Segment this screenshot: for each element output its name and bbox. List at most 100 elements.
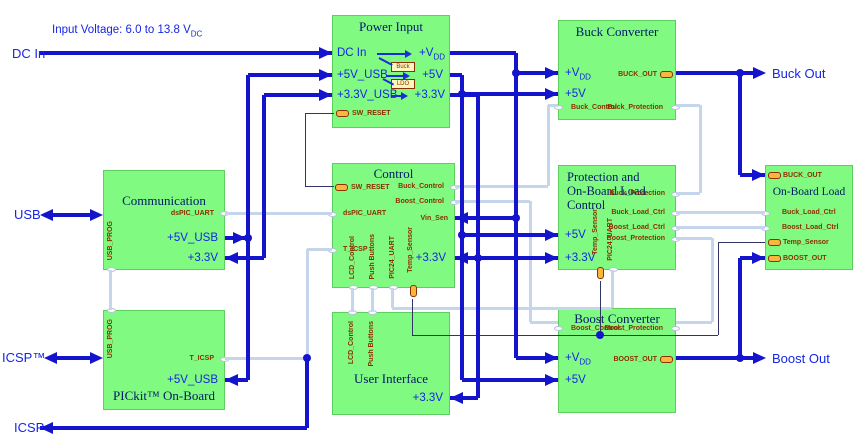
block-title: Power Input [359,19,423,34]
sense-wire [305,186,334,187]
junction-dot [512,214,520,222]
junction-dot [512,69,520,77]
power-wire [676,71,753,75]
pin-buck-out: BUCK_OUT [783,172,822,179]
sense-wire [305,113,334,114]
sense-wire [412,335,718,336]
block-communication: Communication dsPIC_UART +5V_USB +3.3V U… [103,170,229,272]
pin-boost-out: BOOST_OUT [783,255,827,262]
internal-arrowhead [401,92,408,100]
signal-wire [306,249,309,358]
power-wire [305,358,309,428]
junction-dot [736,69,744,77]
power-wire [516,71,558,75]
power-wire [40,426,307,430]
pin-boost-control: Boost_Control [571,325,620,332]
power-wire [676,356,753,360]
arrowhead-right [233,232,246,244]
power-wire [450,73,462,77]
power-wire [52,356,96,360]
sw-reset-connector-icon [335,184,348,191]
power-wire [462,92,558,96]
arrowhead-right [545,352,558,364]
power-wire [450,51,516,55]
internal-arrow [391,95,401,97]
internal-arrow [377,53,405,55]
boost-out-label: Boost Out [772,351,830,366]
pin-ellipse [671,326,680,331]
pin-buck-protection: Buck_Protection [609,190,665,197]
arrowhead-right [545,229,558,241]
arrowhead-left [455,212,468,224]
pin-sw-reset: SW_RESET [352,110,391,117]
block-title: Control [373,166,414,181]
arrowhead-left [455,252,468,264]
port-3v3-usb: +3.3V_USB [337,89,398,101]
sense-wire [718,242,765,243]
port-vdd: +VDD [419,47,445,62]
block-buck-converter: Buck Converter +VDD +5V BUCK_OUT Buck_Co… [554,20,680,120]
arrowhead-right [545,374,558,386]
arrowhead-left [40,209,53,221]
sense-wire [412,299,413,335]
junction-dot [474,254,482,262]
pin-sw-reset: SW_RESET [351,184,390,191]
power-wire [48,213,96,217]
buck-out-connector-icon [660,71,673,78]
port-5v-usb: +5V_USB [337,69,388,81]
block-pickit-onboard: USB_PROG T_ICSP +5V_USB PICkit™ On-Board [103,308,229,410]
block-control: Control SW_RESET Buck_Control Boost_Cont… [328,163,459,297]
block-title: PICkit™ On-Board [113,388,215,403]
port-5v: +5V [565,88,586,100]
signal-wire [391,288,394,308]
power-wire [248,73,332,77]
block-user-interface: LCD_Control Push Buttons User Interface … [332,310,450,415]
pin-buck-load-ctrl: Buck_Load_Ctrl [782,209,836,216]
signal-wire [676,192,700,195]
junction-dot [458,231,466,239]
power-wire [462,233,558,237]
pin-t-icsp: T_ICSP [189,355,214,362]
pin-boost-load-ctrl: Boost_Load_Ctrl [608,224,665,231]
block-boost-converter: Boost Converter Boost_Control Boost_Prot… [554,308,680,413]
block-title: Protection and On-Board Load Control [567,170,646,212]
arrowhead-left [450,392,463,404]
pin-buck-load-ctrl: Buck_Load_Ctrl [611,209,665,216]
power-wire [262,95,266,258]
icsp-tm-label: ICSP™ [2,350,46,365]
port-3v3: +3.3V [414,89,445,101]
signal-wire [548,104,558,107]
port-5v: +5V [565,229,586,241]
port-5v-usb: +5V_USB [167,374,218,386]
pin-dspic-uart: dsPIC_UART [170,210,214,217]
signal-wire [699,105,702,193]
port-3v3: +3.3V [187,252,218,264]
arrowhead-right [753,67,766,79]
pin-buck-control: Buck_Control [571,104,617,111]
power-wire [40,51,332,55]
internal-arrow [387,75,403,77]
arrowhead-right [752,252,765,264]
pin-boost-protection: Boost_Protection [606,235,665,242]
power-wire [514,53,518,358]
icsp-label: ICSP [14,420,45,435]
port-3v3: +3.3V [415,252,446,264]
pin-ellipse [554,326,563,331]
signal-wire [109,270,112,310]
power-wire [460,75,464,380]
block-protection-load-control: Protection and On-Board Load Control Buc… [558,165,680,279]
sense-wire [600,281,601,335]
block-title: User Interface [354,371,428,386]
sw-reset-connector-icon [336,110,349,117]
boost-out-connector-icon [660,356,673,363]
pin-boost-load-ctrl: Boost_Load_Ctrl [782,224,839,231]
boost-out-connector-icon [768,255,781,262]
port-3v3: +3.3V [412,392,443,404]
port-vdd: +VDD [565,67,591,82]
signal-wire [611,270,614,308]
port-5v-usb: +5V_USB [167,232,218,244]
arrowhead-left [225,252,238,264]
power-wire [264,93,332,97]
arrowhead-right [545,67,558,79]
